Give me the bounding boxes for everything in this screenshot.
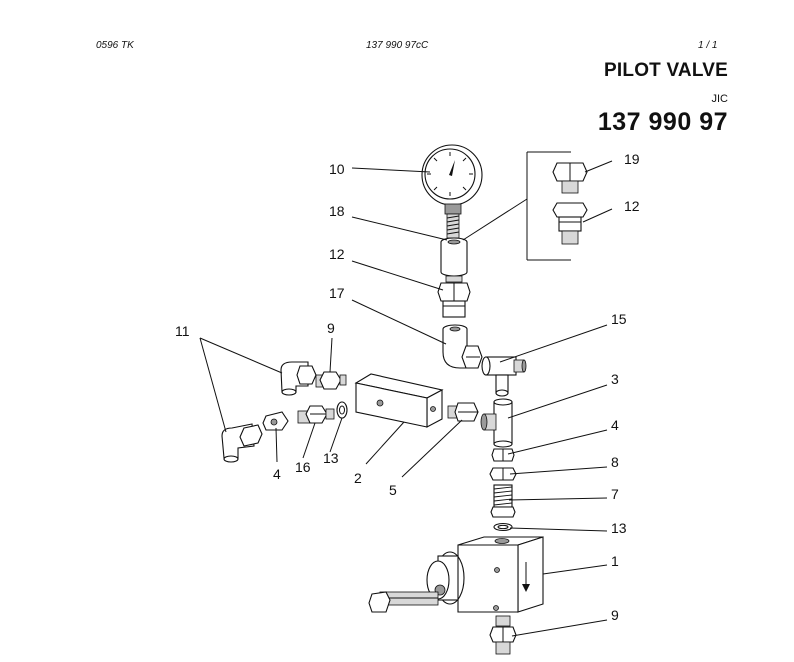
callout-12: 12	[329, 246, 345, 262]
header-document-number: 137 990 97cC	[366, 40, 429, 51]
inset-detail-bracket	[462, 151, 571, 261]
inset-fitting-a[interactable]	[552, 162, 588, 194]
fitting-right-block[interactable]	[447, 402, 479, 422]
pressure-gauge[interactable]	[421, 144, 483, 239]
hex-nipple-left[interactable]	[262, 411, 289, 431]
sealing-washer-left[interactable]	[336, 401, 348, 419]
callout-10: 10	[329, 161, 345, 177]
callout-3: 3	[611, 371, 619, 387]
hex-nut[interactable]	[489, 467, 517, 481]
callout-12: 12	[624, 198, 640, 214]
callout-4: 4	[611, 417, 619, 433]
header-page-number: 1 / 1	[698, 40, 718, 51]
callout-18: 18	[329, 203, 345, 219]
page-title: PILOT VALVE	[604, 60, 728, 81]
callout-1: 1	[611, 553, 619, 569]
tee-fitting-top[interactable]	[481, 356, 527, 397]
fitting-left-top[interactable]	[315, 371, 347, 390]
bottom-fitting[interactable]	[489, 615, 517, 655]
callout-8: 8	[611, 454, 619, 470]
part-number: 137 990 97	[597, 108, 728, 136]
elbow-fitting-left-bottom[interactable]	[221, 423, 263, 463]
callout-4: 4	[273, 466, 281, 482]
callout-11: 11	[175, 323, 190, 339]
inset-fitting-b[interactable]	[552, 202, 588, 245]
hex-nipple-middle[interactable]	[491, 448, 515, 462]
callout-9: 9	[327, 320, 335, 336]
elbow-fitting-left-top[interactable]	[280, 361, 317, 396]
header-left-code: 0596 TK	[96, 40, 134, 51]
tee-fitting-middle[interactable]	[480, 398, 513, 448]
union-fitting-top[interactable]	[437, 275, 471, 318]
callout-labels: 10 18 12 17 15 3 4 8 7 13 1 9 19 12 11 9…	[175, 151, 640, 623]
callout-17: 17	[329, 285, 345, 301]
callout-16: 16	[295, 459, 311, 475]
callout-7: 7	[611, 486, 619, 502]
callout-9: 9	[611, 607, 619, 623]
leader-lines	[199, 160, 613, 637]
adapter-sleeve[interactable]	[440, 237, 468, 277]
callout-15: 15	[611, 311, 627, 327]
page-subtitle: JIC	[711, 93, 729, 105]
elbow-fitting-top[interactable]	[442, 324, 483, 369]
callout-2: 2	[354, 470, 362, 486]
pilot-valve-body[interactable]	[368, 536, 544, 613]
union-fitting-left[interactable]	[297, 405, 335, 424]
manifold-block[interactable]	[354, 373, 444, 428]
spring-fitting[interactable]	[490, 484, 516, 518]
callout-5: 5	[389, 482, 397, 498]
callout-13: 13	[611, 520, 627, 536]
callout-19: 19	[624, 151, 640, 167]
callout-13: 13	[323, 450, 339, 466]
sealing-washer-low[interactable]	[493, 522, 513, 532]
